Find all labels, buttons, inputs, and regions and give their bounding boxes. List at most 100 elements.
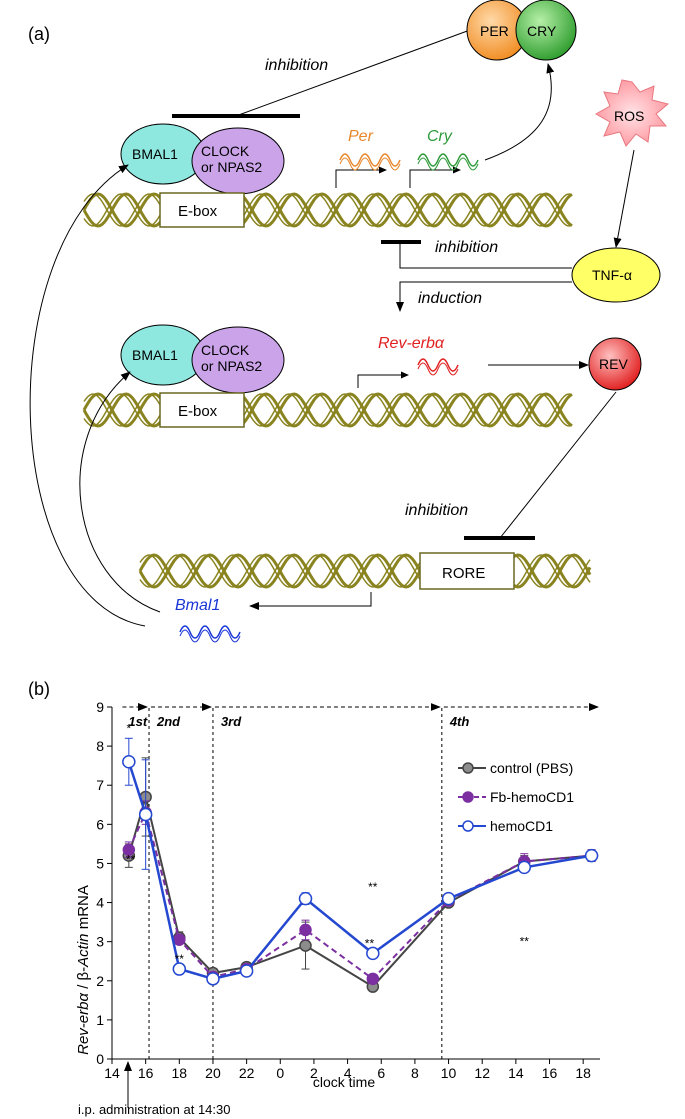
bmal1-promoter-arrow [249,592,372,610]
ebox-top [159,192,245,228]
bmal1-mrna-wave-2 [179,629,241,643]
legend-marker [462,791,474,803]
x-tick-label: 16 [138,1065,154,1081]
x-tick-label: 22 [239,1065,255,1081]
x-tick-label: 8 [411,1065,419,1081]
ebox-middle-label: E-box [178,403,218,420]
npas2-label-top: or NPAS2 [201,159,262,175]
x-tick-label: 12 [474,1065,490,1081]
ebox-top-label: E-box [178,203,218,220]
x-tick-label: 18 [575,1065,591,1081]
data-point [239,964,254,978]
x-tick-label: 4 [344,1065,352,1081]
cry-gene-label: Cry [427,128,453,145]
dna-helix-top [82,192,573,228]
bmal1-clock-complex-top: BMAL1 CLOCK or NPAS2 [120,123,285,195]
y-tick-label: 3 [96,934,104,950]
legend-marker [462,762,474,774]
legend-marker [462,820,474,832]
series-line [127,809,592,981]
significance-marker: ** [520,935,530,949]
feedback-arrow-outer [29,164,146,627]
panel-a: (a) BMAL1 CLOCK or NPAS2 E-box inhibitio… [28,0,670,643]
tnf-alpha-label: TNF-α [592,267,632,283]
x-tick-label: 16 [542,1065,558,1081]
panel-b-label: (b) [28,679,50,699]
ebox-middle [159,392,245,428]
phase-label: 3rd [221,714,242,729]
dna-helix-bottom [138,553,592,589]
x-axis-label: clock time [313,1074,375,1090]
per-mrna-wave-2 [339,157,401,171]
ros-to-tnf-arrow [613,149,635,248]
data-point [299,923,312,937]
x-tick-label: 14 [104,1065,120,1081]
dna-strand [139,554,591,588]
x-tick-label: 0 [276,1065,284,1081]
induction-label: induction [418,290,482,307]
dna-helix-middle [82,392,573,428]
bmal1-label-middle: BMAL1 [132,347,178,363]
rev-erb-mrna-wave [417,358,459,372]
cry-mrna-wave-2 [417,157,479,171]
data-point [122,755,136,769]
per-promoter-arrow [335,166,387,188]
inhibition-line-top [235,29,471,117]
x-tick-label: 6 [377,1065,385,1081]
rev-erb-mrna-wave-2 [417,362,459,376]
y-tick-label: 9 [96,699,104,715]
y-tick-label: 6 [96,816,104,832]
data-point [366,972,380,986]
per-gene-label: Per [348,128,374,145]
dna-strand [139,554,591,588]
bmal1-gene-label: Bmal1 [175,597,220,614]
data-point [366,946,380,961]
dna-strand [138,553,592,589]
rev-inhibition-line [499,391,617,539]
data-point [299,939,312,952]
legend-label: hemoCD1 [490,818,553,834]
inhibition-label-top: inhibition [265,57,328,74]
significance-marker: * [126,721,131,735]
x-tick-label: 2 [310,1065,318,1081]
series-hemocd1 [122,737,599,986]
significance-marker: ** [126,852,136,866]
x-tick-label: 20 [205,1065,221,1081]
y-tick-label: 1 [96,1012,104,1028]
x-tick-label: 18 [172,1065,188,1081]
cry-promoter-arrow [409,166,461,188]
tnf-inhibition-line [399,242,572,269]
data-point [122,843,136,857]
data-point [298,891,313,906]
feedback-arrow-inner [79,371,161,613]
y-tick-label: 0 [96,1051,104,1067]
rev-protein-circle [588,337,642,391]
significance-marker: ** [175,952,185,966]
phase-label: 1st [128,714,147,729]
data-point [206,972,220,986]
y-tick-label: 4 [96,895,104,911]
per-cry-complex: PER CRY [466,0,577,61]
cry-mrna-wave [417,153,479,167]
clock-label-top: CLOCK [201,143,250,159]
legend-label: control (PBS) [490,760,573,776]
translation-arrow [484,63,555,161]
panel-a-label: (a) [28,24,50,44]
series-line [127,761,592,981]
administration-note: i.p. administration at 14:30 [78,1102,230,1117]
cry-protein-label: CRY [527,23,557,39]
y-axis-label: Rev-erbα / β-Actin mRNA [75,885,92,1055]
phase-label: 4th [449,714,470,729]
bmal1-label-top: BMAL1 [132,146,178,162]
x-tick-label: 14 [508,1065,524,1081]
y-tick-label: 5 [96,855,104,871]
data-point [441,891,456,906]
npas2-label-middle: or NPAS2 [201,358,262,374]
bmal1-clock-complex-middle: BMAL1 CLOCK or NPAS2 [120,324,285,394]
per-protein-label: PER [480,23,509,39]
tnf-induction-arrow [396,281,572,312]
legend-label: Fb-hemoCD1 [490,789,574,805]
data-point [138,807,153,822]
